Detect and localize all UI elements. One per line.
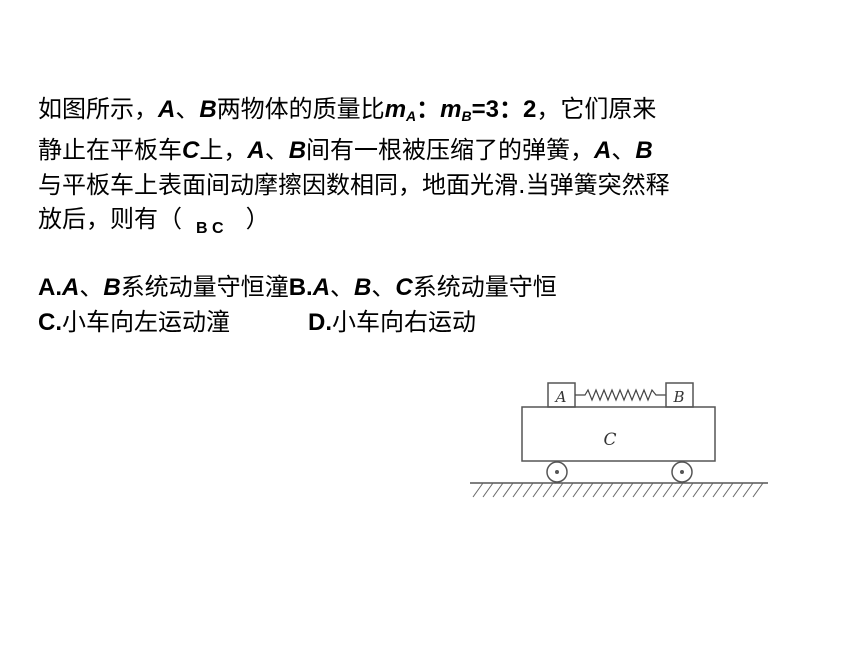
question-line-2: 静止在平板车C上，A、B间有一根被压缩了的弹簧，A、B	[38, 133, 818, 168]
question-line-3: 与平板车上表面间动摩擦因数相同，地面光滑.当弹簧突然释	[38, 168, 818, 202]
option-a: A.A、B系统动量守恒潼	[38, 273, 289, 301]
text: 与平板车上表面间动摩擦因数相同，地面光滑.当弹簧突然释	[38, 171, 670, 199]
mass-a: mA	[384, 96, 417, 124]
symbol-a: A	[247, 137, 265, 164]
text: 放后，则有（	[38, 205, 182, 233]
symbol-b: B	[288, 137, 307, 164]
mass-ratio: =3：2	[471, 96, 537, 123]
text: 如图所示，	[38, 95, 158, 123]
symbol-a: A	[158, 96, 176, 123]
block-b-label: B	[672, 388, 684, 406]
spring	[575, 388, 666, 402]
text: 间有一根被压缩了的弹簧，	[306, 136, 595, 164]
symbol-b: B	[199, 96, 217, 123]
wheel-left	[546, 461, 568, 483]
ground-hatching	[472, 482, 764, 498]
options: A.A、B系统动量守恒潼B.A、B、C系统动量守恒 C.小车向左运动潼 D.小车向…	[38, 270, 818, 340]
wheel-right	[671, 461, 693, 483]
option-c: C.小车向左运动潼	[38, 308, 230, 336]
text: 两物体的质量比	[216, 95, 385, 123]
cart-label: C	[603, 430, 616, 450]
answer-text: B C	[196, 220, 224, 237]
text: 、	[175, 95, 200, 123]
options-line-2: C.小车向左运动潼 D.小车向右运动	[38, 305, 818, 340]
option-b: B.A、B、C系统动量守恒	[288, 273, 557, 301]
question-line-1: 如图所示，A、B两物体的质量比mA：mB=3：2，它们原来	[38, 92, 818, 133]
text: 上，	[199, 136, 248, 164]
text: 、	[611, 136, 636, 164]
wheel-right-axle	[680, 470, 684, 474]
wheel-left-axle	[555, 470, 559, 474]
symbol-a: A	[594, 137, 612, 164]
block-a-label: A	[554, 388, 567, 406]
question-line-4: 放后，则有（ B C ）	[38, 202, 818, 240]
mass-b: mB	[440, 96, 472, 124]
text: ：	[416, 96, 441, 123]
symbol-b: B	[635, 137, 653, 164]
text: 、	[264, 136, 289, 164]
question-text: 如图所示，A、B两物体的质量比mA：mB=3：2，它们原来 静止在平板车C上，A…	[38, 92, 818, 240]
options-line-1: A.A、B系统动量守恒潼B.A、B、C系统动量守恒	[38, 270, 818, 305]
cart-body	[521, 406, 716, 462]
text: ）	[245, 205, 270, 233]
text: ，它们原来	[536, 95, 657, 123]
text: 静止在平板车	[38, 136, 182, 164]
symbol-c: C	[182, 137, 200, 164]
option-d: D.小车向右运动	[308, 308, 476, 336]
cart-spring-figure: A B C	[470, 382, 768, 498]
